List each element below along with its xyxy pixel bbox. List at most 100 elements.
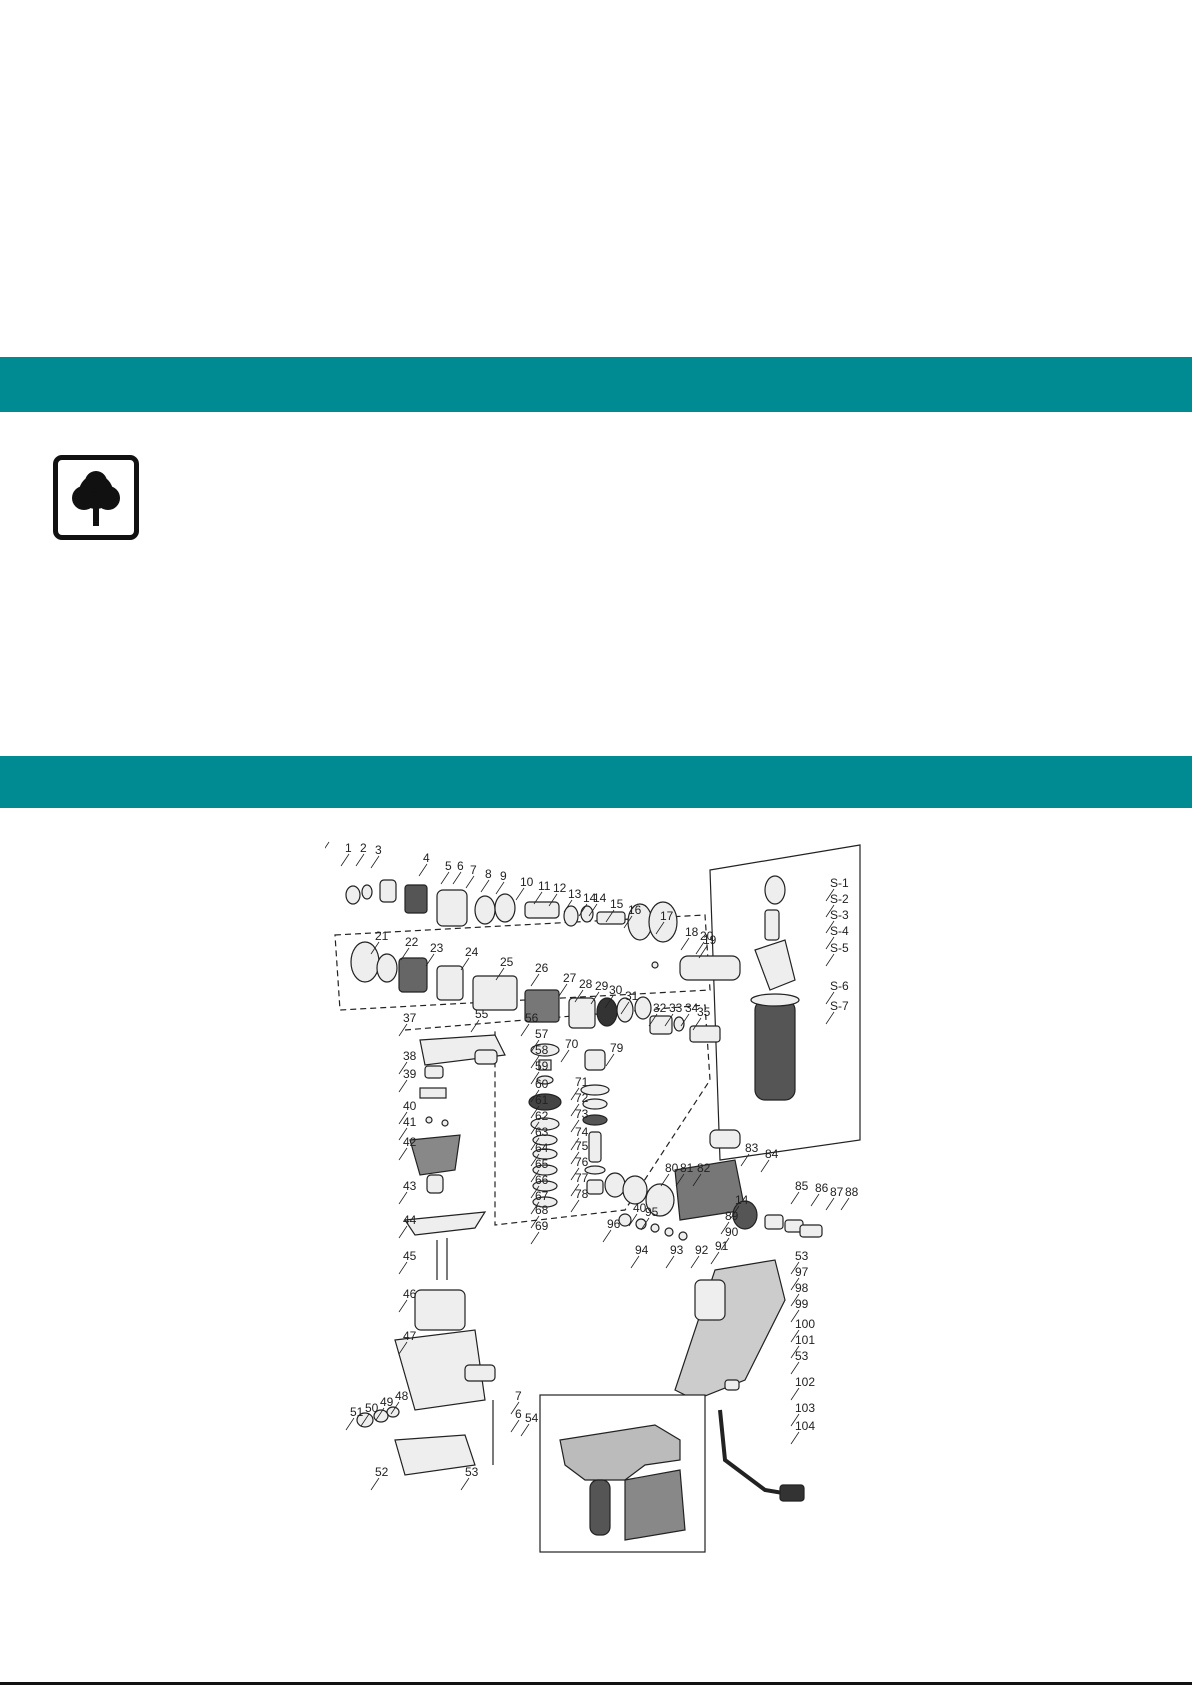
- part-callout: 89: [725, 1209, 739, 1223]
- part-callout: S-6: [830, 979, 849, 993]
- part-callout: 63: [535, 1125, 549, 1139]
- part-callout: 20: [700, 929, 714, 943]
- part-callout: 100: [795, 1317, 815, 1331]
- part-callout: 55: [475, 1007, 489, 1021]
- part-callout: 30: [609, 983, 623, 997]
- part-callout: 92: [695, 1243, 709, 1257]
- part-callout: 83: [745, 1141, 759, 1155]
- part-callout: 62: [535, 1109, 549, 1123]
- part-callout: S-1: [830, 876, 849, 890]
- part-callout: 80: [665, 1161, 679, 1175]
- part-callout: 38: [403, 1049, 417, 1063]
- part-callout: 78: [575, 1187, 589, 1201]
- part-callout: 10: [520, 875, 534, 889]
- part-callout: 2: [360, 841, 367, 855]
- part-callout: 95: [645, 1205, 659, 1219]
- part-callout: 6: [457, 859, 464, 873]
- part-callout: 50: [365, 1401, 379, 1415]
- part-callout: 39: [403, 1067, 417, 1081]
- part-callout: 18: [685, 925, 699, 939]
- part-callout: 28: [579, 977, 593, 991]
- section-header-band: [0, 357, 1192, 412]
- part-callout: 82: [697, 1161, 711, 1175]
- part-callout: 7: [470, 863, 477, 877]
- part-callout: 102: [795, 1375, 815, 1389]
- part-callout: 53: [465, 1465, 479, 1479]
- part-callout: 69: [535, 1219, 549, 1233]
- part-callout: 15: [610, 897, 624, 911]
- part-callout: 5: [445, 859, 452, 873]
- part-callout: 49: [380, 1395, 394, 1409]
- part-callout: 29: [595, 979, 609, 993]
- part-callout: 104: [795, 1419, 815, 1433]
- part-callout: 101: [795, 1333, 815, 1347]
- part-callout: 19: [703, 933, 717, 947]
- part-callout: 33: [669, 1001, 683, 1015]
- part-callout: 51: [350, 1405, 364, 1419]
- part-callout: S-7: [830, 999, 849, 1013]
- part-callout: 14: [583, 891, 597, 905]
- part-callout: 9: [500, 869, 507, 883]
- section-header-band: [0, 756, 1192, 808]
- part-callout: 14: [593, 891, 607, 905]
- part-callout: 6: [515, 1407, 522, 1421]
- part-callout: 47: [403, 1329, 417, 1343]
- part-callout: S-4: [830, 924, 849, 938]
- part-callout: 58: [535, 1043, 549, 1057]
- part-callout: 40: [403, 1099, 417, 1113]
- part-callout: 22: [405, 935, 419, 949]
- part-callout: 59: [535, 1059, 549, 1073]
- part-callout: 65: [535, 1157, 549, 1171]
- part-callout: 44: [403, 1213, 417, 1227]
- part-callout: 68: [535, 1203, 549, 1217]
- part-callout: 21: [375, 929, 389, 943]
- part-callout: 87: [830, 1185, 844, 1199]
- part-callout: 42: [403, 1135, 417, 1149]
- part-callout: 77: [575, 1171, 589, 1185]
- part-callout: 84: [765, 1147, 779, 1161]
- part-callout: 79: [610, 1041, 624, 1055]
- part-callout: 64: [535, 1141, 549, 1155]
- part-callout: 27: [563, 971, 577, 985]
- part-callout: 96: [607, 1217, 621, 1231]
- part-callout: 14: [735, 1193, 749, 1207]
- part-callout: 37: [403, 1011, 417, 1025]
- part-callout: S-3: [830, 908, 849, 922]
- part-callout: 93: [670, 1243, 684, 1257]
- exploded-parts-diagram: 1234567891011121314141516171819202122232…: [325, 840, 861, 1553]
- part-callout: 99: [795, 1297, 809, 1311]
- part-callout: 94: [635, 1243, 649, 1257]
- part-callout: 60: [535, 1077, 549, 1091]
- part-callout: 26: [535, 961, 549, 975]
- part-callout: 41: [403, 1115, 417, 1129]
- part-callout: 45: [403, 1249, 417, 1263]
- part-callout: 25: [500, 955, 514, 969]
- part-callout: 53: [795, 1249, 809, 1263]
- part-callout: 97: [795, 1265, 809, 1279]
- part-callout: 73: [575, 1107, 589, 1121]
- part-callout: 103: [795, 1401, 815, 1415]
- part-callout: 90: [725, 1225, 739, 1239]
- part-callout: 53: [795, 1349, 809, 1363]
- part-callout: 61: [535, 1093, 549, 1107]
- part-callout: S-2: [830, 892, 849, 906]
- part-callout: 4: [423, 851, 430, 865]
- part-callout: 17: [660, 909, 674, 923]
- part-callout: 71: [575, 1075, 589, 1089]
- part-callout: S-5: [830, 941, 849, 955]
- part-callout: 74: [575, 1125, 589, 1139]
- part-callout: 81: [680, 1161, 694, 1175]
- part-callout: 48: [395, 1389, 409, 1403]
- part-callout: 16: [628, 903, 642, 917]
- part-callout: 40: [633, 1201, 647, 1215]
- part-callout: 72: [575, 1091, 589, 1105]
- part-callout: 34: [685, 1001, 699, 1015]
- part-callout: 56: [525, 1011, 539, 1025]
- part-callout: 8: [485, 867, 492, 881]
- part-callout: 57: [535, 1027, 549, 1041]
- part-callout: 67: [535, 1189, 549, 1203]
- part-callout: 3: [375, 843, 382, 857]
- part-callout: 88: [845, 1185, 859, 1199]
- part-callout: 35: [697, 1005, 711, 1019]
- part-callout: 23: [430, 941, 444, 955]
